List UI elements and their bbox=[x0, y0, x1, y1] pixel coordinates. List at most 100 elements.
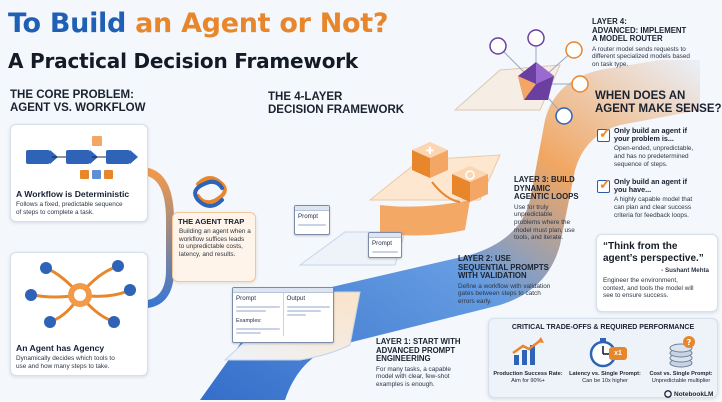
quote-author: - Sushant Mehta bbox=[661, 267, 709, 274]
agent-title: An Agent has Agency bbox=[16, 343, 105, 353]
agent-trap-desc-line4: latency, and results. bbox=[179, 250, 236, 258]
criteria-item-1-title-line1: Only build an agent if bbox=[614, 126, 688, 135]
knot-icon bbox=[193, 176, 227, 208]
workflow-diagram-icon bbox=[26, 136, 138, 179]
layer4-title-line1: LAYER 4: bbox=[592, 17, 627, 26]
framework-heading-line2: DECISION FRAMEWORK bbox=[268, 104, 405, 116]
when-agent-heading: WHEN DOES AN AGENT MAKE SENSE? bbox=[595, 90, 722, 116]
prompt-label: Prompt bbox=[372, 240, 392, 247]
output-label: Output bbox=[286, 295, 306, 302]
layer3-text: LAYER 3: BUILD DYNAMIC AGENTIC LOOPS Use… bbox=[514, 175, 594, 242]
agent-card: An Agent has Agency Dynamically decides … bbox=[10, 252, 148, 376]
cost-label-line1: Cost vs. Single Prompt: bbox=[649, 371, 713, 377]
layer1-title: LAYER 1: START WITH ADVANCED PROMPT ENGI… bbox=[376, 337, 486, 364]
success-rate-label: Production Success Rate: Aim for 90%+ bbox=[491, 371, 565, 384]
quote-card: “Think from the agent’s perspective.” - … bbox=[596, 234, 718, 312]
layer2-prompt-window-b: Prompt bbox=[368, 232, 402, 258]
agent-desc: Dynamically decides which tools to use a… bbox=[16, 355, 115, 370]
quote-text: “Think from the agent’s perspective.” bbox=[603, 241, 704, 264]
cost-label: Cost vs. Single Prompt: Unpredictable mu… bbox=[643, 371, 719, 384]
svg-text:?: ? bbox=[687, 338, 692, 347]
latency-label: Latency vs. Single Prompt: Can be 10x hi… bbox=[567, 371, 643, 384]
criteria-item-1-desc-line1: Open-ended, unpredictable, bbox=[614, 145, 694, 153]
layer3-title: LAYER 3: BUILD DYNAMIC AGENTIC LOOPS bbox=[514, 175, 594, 202]
criteria-item-1-title-line2: your problem is... bbox=[614, 134, 674, 144]
criteria-item-2-title: Only build an agent if you have... bbox=[614, 177, 722, 194]
quote-line2: agent’s perspective.” bbox=[603, 252, 704, 264]
criteria-item-2-desc: A highly capable model that can plan and… bbox=[614, 196, 722, 219]
workflow-title: A Workflow is Deterministic bbox=[16, 189, 130, 199]
framework-heading: THE 4-LAYER DECISION FRAMEWORK bbox=[268, 91, 404, 117]
layer2-text: LAYER 2: USE SEQUENTIAL PROMPTS WITH VAL… bbox=[458, 254, 578, 306]
agent-trap-desc: Building an agent when a workflow suffic… bbox=[179, 228, 251, 258]
svg-text:✚: ✚ bbox=[426, 146, 434, 157]
layer3-desc-line1: Use for truly bbox=[514, 203, 549, 211]
layer2-desc-line1: Define a workflow with validation bbox=[458, 282, 551, 290]
layer4-desc: A router model sends requests to differe… bbox=[592, 46, 720, 69]
layer4-text: LAYER 4: ADVANCED: IMPLEMENT A MODEL ROU… bbox=[592, 17, 720, 69]
window-titlebar bbox=[233, 288, 333, 293]
criteria-item-2-desc-line2: can plan and clear success bbox=[614, 204, 692, 211]
brand-mark: NotebookLM bbox=[664, 390, 713, 398]
criteria-item-1-desc-line2: and has no predetermined bbox=[614, 153, 689, 160]
layer3-desc-line5: tools, and iterate. bbox=[514, 234, 564, 242]
window-titlebar bbox=[369, 233, 401, 238]
layer4-desc-line1: A router model sends requests to bbox=[592, 45, 686, 53]
connector-curve bbox=[144, 168, 174, 308]
title-part-blue: To Build bbox=[8, 8, 127, 39]
layer2-title-line3: WITH VALIDATION bbox=[458, 271, 527, 281]
page-subtitle: A Practical Decision Framework bbox=[8, 49, 359, 73]
layer2-title: LAYER 2: USE SEQUENTIAL PROMPTS WITH VAL… bbox=[458, 254, 578, 281]
agent-trap-card: THE AGENT TRAP Building an agent when a … bbox=[172, 212, 256, 282]
router-icon bbox=[489, 29, 589, 125]
prompt-label: Prompt bbox=[298, 213, 318, 220]
notebooklm-logo-icon bbox=[664, 390, 672, 398]
layer2-prompt-window-a: Prompt bbox=[294, 205, 330, 235]
layer2-title-line2: SEQUENTIAL PROMPTS bbox=[458, 262, 549, 272]
cost-label-line2: Unpredictable multiplier bbox=[651, 377, 711, 384]
success-rate-label-line1: Production Success Rate: bbox=[493, 371, 563, 377]
prompt-label: Prompt bbox=[236, 295, 256, 302]
core-problem-heading-line1: THE CORE PROBLEM: bbox=[10, 89, 134, 101]
layer1-desc-line2: model with clear, few-shot bbox=[376, 373, 450, 381]
quote-desc-line2: context, and tools the model will bbox=[603, 284, 694, 292]
examples-label: Examples: bbox=[236, 318, 262, 324]
criteria-item-1-desc-line3: sequence of steps. bbox=[614, 160, 668, 168]
check-icon: ✓ bbox=[597, 125, 611, 142]
step-3-fold bbox=[380, 200, 470, 236]
when-agent-heading-line1: WHEN DOES AN bbox=[595, 90, 686, 102]
workflow-desc-line1: Follows a fixed, predictable sequence bbox=[16, 201, 123, 208]
layer2-desc: Define a workflow with validation gates … bbox=[458, 283, 578, 306]
layer3-loop-cubes: ✚ bbox=[412, 142, 488, 203]
layer4-desc-line2: different specialized models based bbox=[592, 53, 690, 61]
success-rate-icon bbox=[512, 337, 544, 365]
layer1-desc-line3: examples is enough. bbox=[376, 380, 435, 388]
criteria-item-1: Only build an agent if your problem is..… bbox=[614, 126, 722, 168]
layer2-desc-line2: gates between steps to catch bbox=[458, 290, 541, 298]
layer3-title-line1: LAYER 3: BUILD bbox=[514, 175, 575, 184]
quote-desc-line3: see to ensure success. bbox=[603, 292, 669, 300]
agent-desc-line2: use and how many steps to take. bbox=[16, 362, 110, 370]
brand-name: NotebookLM bbox=[674, 390, 714, 398]
layer1-desc: For many tasks, a capable model with cle… bbox=[376, 366, 486, 389]
coin-stack-icon: ? bbox=[669, 336, 695, 368]
criteria-item-2: Only build an agent if you have... A hig… bbox=[614, 177, 722, 219]
success-rate-label-line2: Aim for 90%+ bbox=[511, 377, 545, 384]
criteria-item-2-desc-line3: criteria for feedback loops. bbox=[614, 211, 689, 219]
agent-desc-line1: Dynamically decides which tools to bbox=[16, 355, 115, 362]
workflow-desc: Follows a fixed, predictable sequence of… bbox=[16, 201, 123, 216]
core-problem-heading-line2: AGENT VS. WORKFLOW bbox=[10, 102, 146, 114]
latency-label-line1: Latency vs. Single Prompt: bbox=[569, 371, 641, 377]
layer3-desc-line3: problems where the bbox=[514, 218, 571, 226]
latency-label-line2: Can be 10x higher bbox=[582, 377, 628, 384]
layer4-title-line3: A MODEL ROUTER bbox=[592, 34, 663, 44]
criteria-item-2-title-line1: Only build an agent if bbox=[614, 177, 688, 186]
layer4-title-line2: ADVANCED: IMPLEMENT bbox=[592, 25, 687, 35]
when-agent-heading-line2: AGENT MAKE SENSE? bbox=[595, 103, 722, 115]
agent-trap-desc-line1: Building an agent when a bbox=[179, 228, 251, 235]
layer3-desc: Use for truly unpredictable problems whe… bbox=[514, 204, 594, 242]
layer3-title-line2: DYNAMIC bbox=[514, 183, 551, 193]
layer3-desc-line4: model must plan, use bbox=[514, 226, 575, 234]
workflow-desc-line2: of steps to complete a task. bbox=[16, 208, 94, 216]
layer4-desc-line3: on task type. bbox=[592, 60, 629, 68]
